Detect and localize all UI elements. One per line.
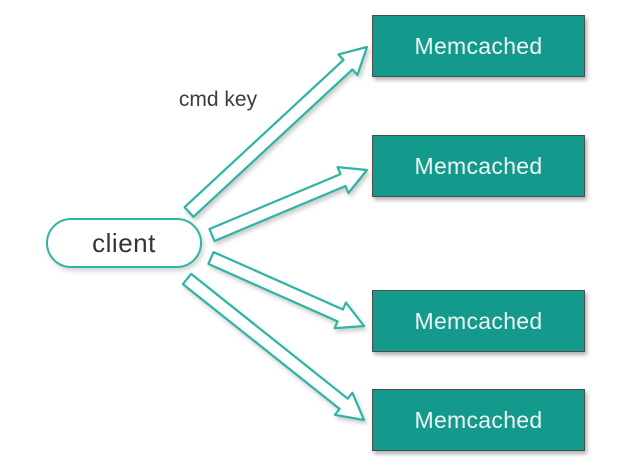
cmd-key-label: cmd key <box>178 88 258 111</box>
memcached-label: Memcached <box>414 406 543 433</box>
memcached-node-3: Memcached <box>372 290 585 352</box>
client-label: client <box>92 227 156 258</box>
memcached-node-2: Memcached <box>372 135 585 197</box>
arrow-client-to-memcached-3 <box>207 251 366 330</box>
arrow-client-to-memcached-4 <box>181 272 366 422</box>
memcached-node-1: Memcached <box>372 15 585 77</box>
memcached-label: Memcached <box>414 307 543 334</box>
memcached-node-4: Memcached <box>372 389 585 451</box>
memcached-label: Memcached <box>414 152 543 179</box>
client-node: client <box>46 218 202 268</box>
memcached-label: Memcached <box>414 32 543 59</box>
arrow-client-to-memcached-1 <box>183 45 369 218</box>
arrow-client-to-memcached-2 <box>208 166 369 243</box>
